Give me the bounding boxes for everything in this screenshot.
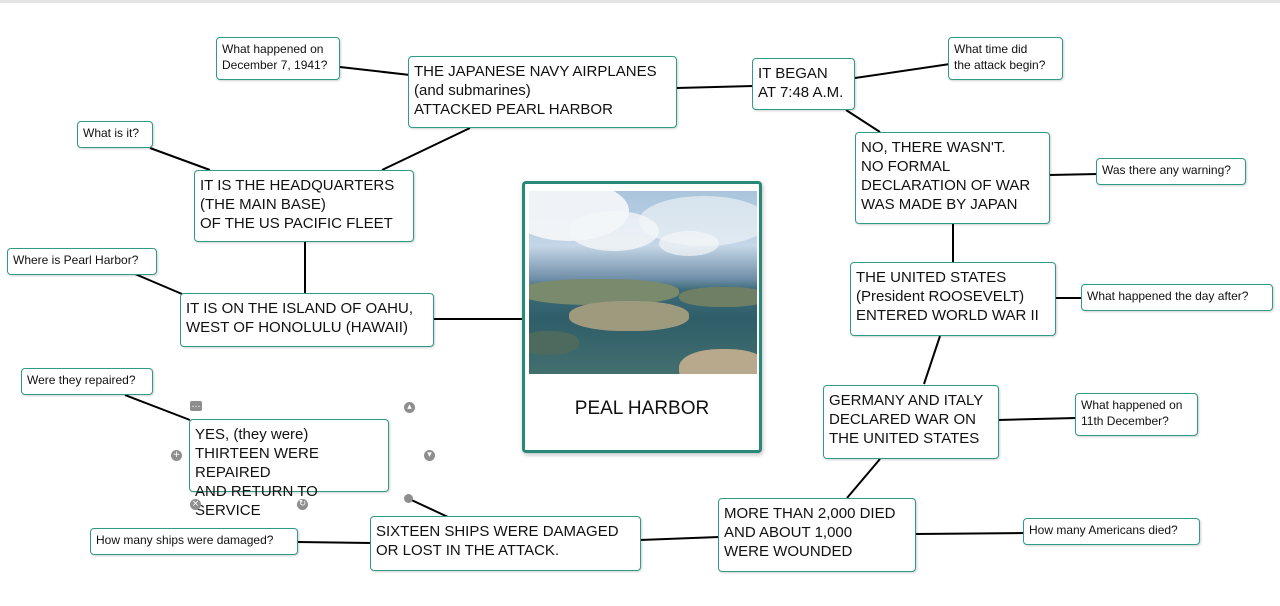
question-day-after[interactable]: What happened the day after? — [1081, 284, 1273, 311]
central-topic[interactable]: PEAL HARBOR — [522, 181, 762, 453]
answer-casualties[interactable]: MORE THAN 2,000 DIED AND ABOUT 1,000 WER… — [718, 498, 916, 572]
question-americans-died[interactable]: How many Americans died? — [1023, 518, 1200, 545]
question-what-is-it[interactable]: What is it? — [77, 121, 153, 148]
question-dec-11[interactable]: What happened on 11th December? — [1075, 393, 1198, 436]
question-ships-damaged[interactable]: How many ships were damaged? — [90, 528, 298, 555]
question-where[interactable]: Where is Pearl Harbor? — [7, 248, 157, 275]
expand-down-handle[interactable]: ▾ — [424, 450, 435, 461]
answer-germany-italy[interactable]: GERMANY AND ITALY DECLARED WAR ON THE UN… — [823, 385, 999, 459]
answer-time[interactable]: IT BEGAN AT 7:48 A.M. — [752, 58, 855, 110]
delete-node-handle[interactable]: × — [190, 499, 201, 510]
pearl-harbor-photo — [529, 191, 757, 374]
question-what-time[interactable]: What time did the attack begin? — [948, 37, 1063, 80]
question-what-happened[interactable]: What happened on December 7, 1941? — [216, 37, 340, 80]
answer-repaired[interactable]: YES, (they were) THIRTEEN WERE REPAIRED … — [189, 419, 389, 519]
answer-headquarters[interactable]: IT IS THE HEADQUARTERS (THE MAIN BASE) O… — [194, 170, 414, 242]
collapse-up-handle[interactable]: ▴ — [404, 402, 415, 413]
central-topic-title: PEAL HARBOR — [574, 398, 710, 419]
question-warning[interactable]: Was there any warning? — [1096, 158, 1246, 185]
top-border — [0, 0, 1280, 3]
add-node-handle[interactable]: + — [171, 450, 182, 461]
connect-handle[interactable] — [404, 494, 413, 503]
answer-japanese-attack[interactable]: THE JAPANESE NAVY AIRPLANES (and submari… — [408, 56, 677, 128]
rotate-handle[interactable]: ↻ — [297, 499, 308, 510]
answer-us-entered[interactable]: THE UNITED STATES (President ROOSEVELT) … — [850, 262, 1056, 336]
answer-ships[interactable]: SIXTEEN SHIPS WERE DAMAGED OR LOST IN TH… — [370, 516, 641, 571]
more-options-handle[interactable]: … — [190, 400, 202, 411]
answer-location[interactable]: IT IS ON THE ISLAND OF OAHU, WEST OF HON… — [180, 293, 434, 347]
question-repaired[interactable]: Were they repaired? — [21, 368, 153, 395]
answer-no-warning[interactable]: NO, THERE WASN'T. NO FORMAL DECLARATION … — [855, 132, 1050, 224]
